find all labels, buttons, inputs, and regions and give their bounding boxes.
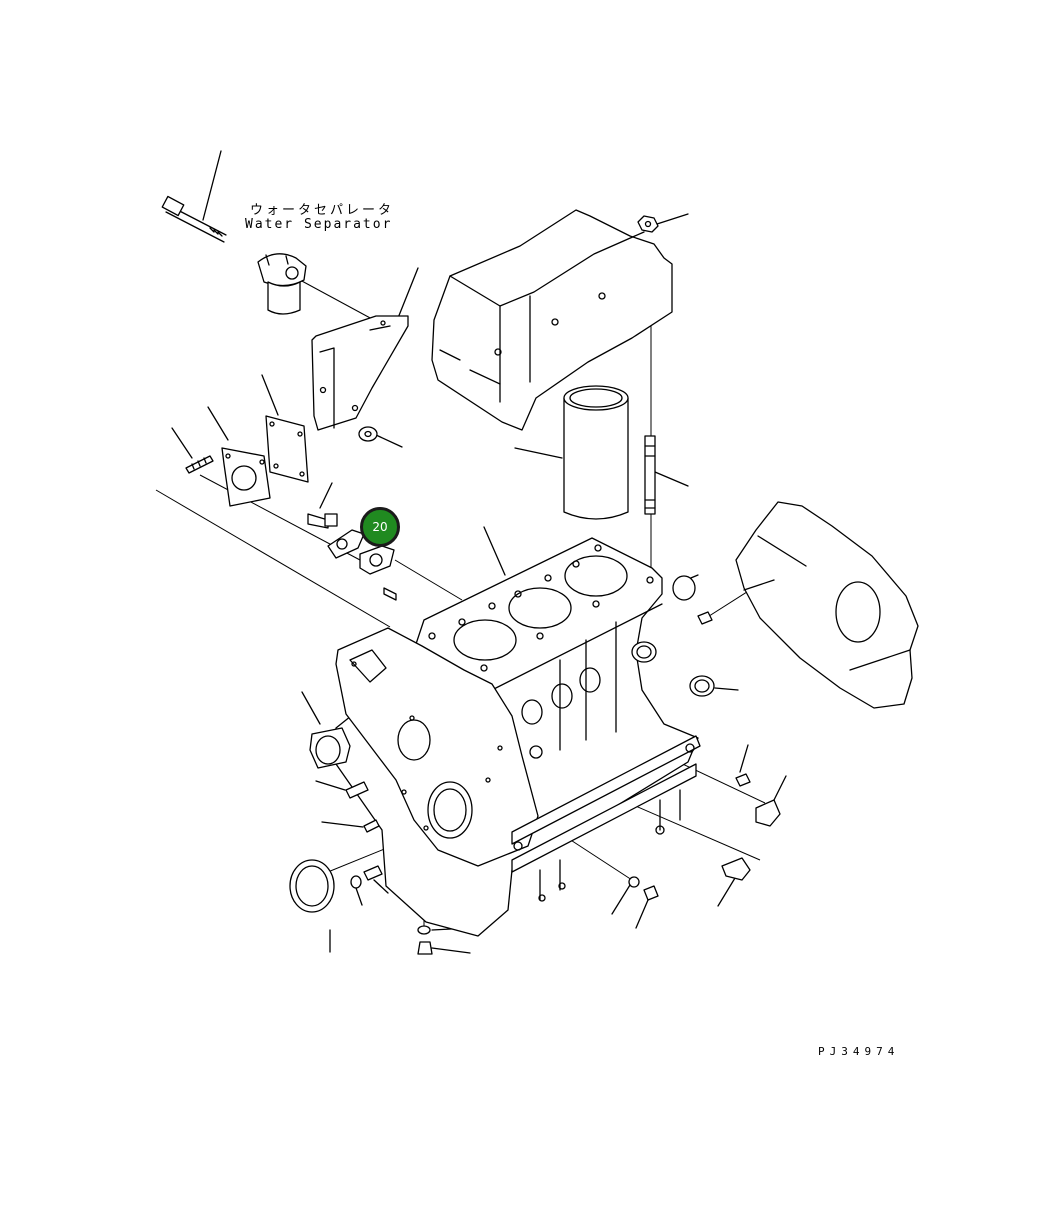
bracket-nut <box>358 426 378 442</box>
misc-seals <box>289 575 781 955</box>
water-separator-label-en: Water Separator <box>245 217 393 232</box>
mounting-bracket <box>311 315 409 431</box>
fuel-pipe <box>161 195 227 243</box>
stud-pin <box>644 435 656 515</box>
flywheel-housing <box>735 501 919 709</box>
oil-pan-flange <box>511 735 701 902</box>
drawing-code: PJ34974 <box>818 1045 900 1058</box>
water-separator <box>257 253 307 315</box>
head-bolt <box>637 215 659 233</box>
cylinder-head <box>431 209 673 431</box>
leader-lines <box>171 150 787 954</box>
part-callout-20[interactable]: 20 <box>360 507 400 547</box>
cylinder-liner <box>563 385 629 520</box>
side-cover-parts <box>185 415 309 507</box>
water-separator-label-jp: ウォータセパレータ <box>250 203 395 218</box>
front-plate <box>335 627 539 867</box>
